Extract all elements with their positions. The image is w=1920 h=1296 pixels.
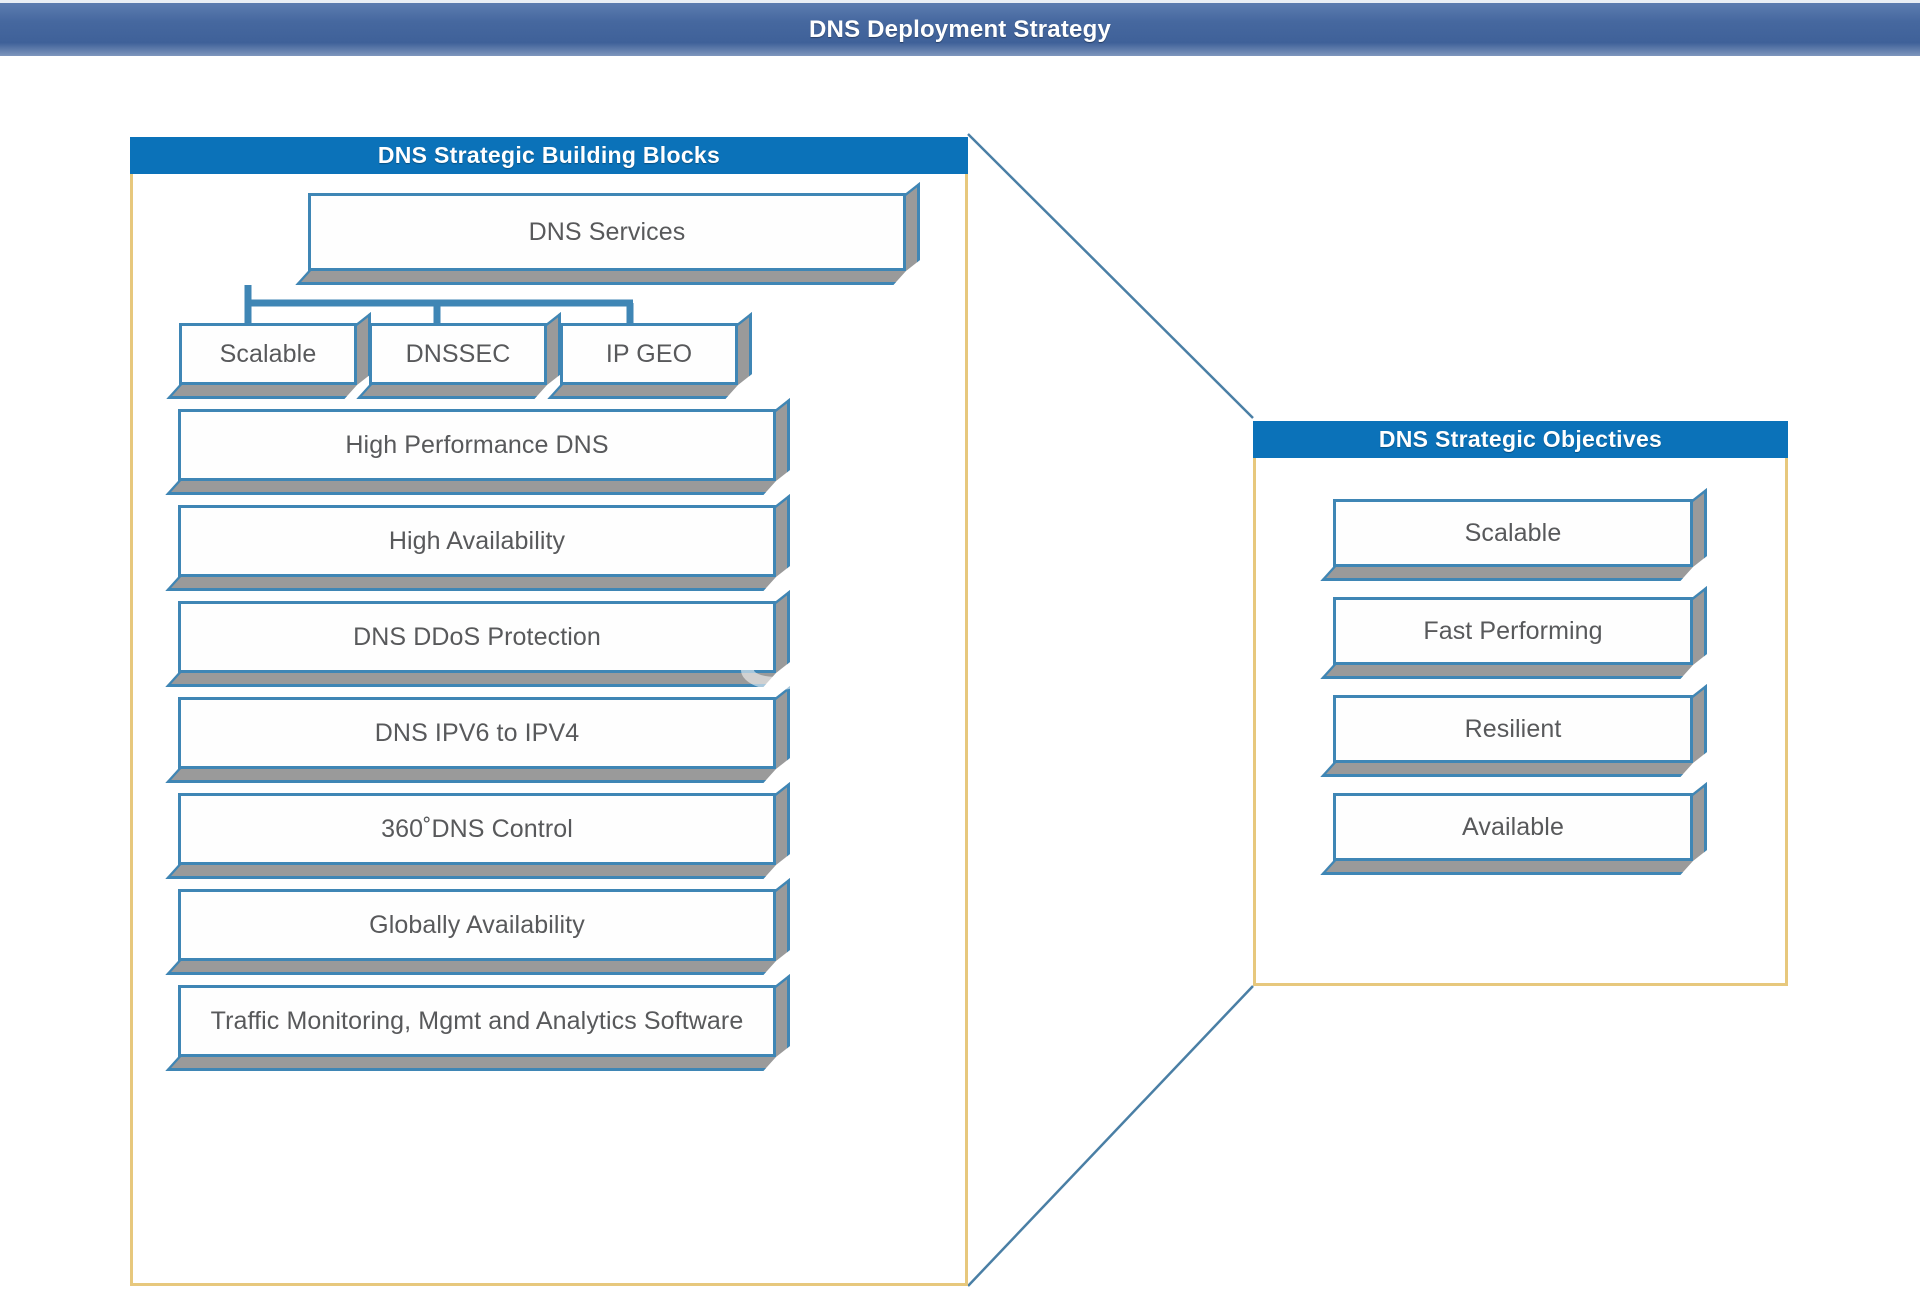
- box-face: 360˚DNS Control: [178, 793, 776, 865]
- box-dnssec[interactable]: DNSSEC: [356, 312, 561, 399]
- box-objective-resilient[interactable]: Resilient: [1320, 684, 1707, 777]
- box-side-shadow: [1693, 586, 1707, 665]
- box-face: DNS Services: [308, 193, 906, 271]
- box-label: DNSSEC: [405, 339, 511, 368]
- box-face: DNS IPV6 to IPV4: [178, 697, 776, 769]
- box-bottom-shadow: [165, 673, 776, 687]
- box-side-shadow: [906, 182, 920, 271]
- box-face: High Availability: [178, 505, 776, 577]
- box-side-shadow: [1693, 488, 1707, 567]
- box-objective-scalable[interactable]: Scalable: [1320, 488, 1707, 581]
- box-label: Globally Availability: [369, 910, 585, 939]
- callout-line-bottom: [967, 985, 1254, 1287]
- callout-line-top: [967, 133, 1254, 419]
- box-bottom-shadow: [165, 769, 776, 783]
- box-bottom-shadow: [1320, 763, 1693, 777]
- box-bottom-shadow: [1320, 861, 1693, 875]
- box-bottom-shadow: [547, 385, 738, 399]
- box-label: Available: [1462, 812, 1564, 841]
- box-face: Fast Performing: [1333, 597, 1693, 665]
- box-high-performance-dns[interactable]: High Performance DNS: [165, 398, 790, 495]
- box-360-dns-control[interactable]: 360˚DNS Control: [165, 782, 790, 879]
- box-face: DNS DDoS Protection: [178, 601, 776, 673]
- box-side-shadow: [776, 878, 790, 961]
- box-label: DNS DDoS Protection: [353, 622, 601, 651]
- box-side-shadow: [776, 494, 790, 577]
- box-label: IP GEO: [605, 339, 693, 368]
- box-face: Globally Availability: [178, 889, 776, 961]
- box-globally-availability[interactable]: Globally Availability: [165, 878, 790, 975]
- box-bottom-shadow: [165, 1057, 776, 1071]
- panel-right-header-label: DNS Strategic Objectives: [1378, 426, 1663, 452]
- box-bottom-shadow: [356, 385, 547, 399]
- box-dns-services[interactable]: DNS Services: [295, 182, 920, 285]
- box-bottom-shadow: [295, 271, 906, 285]
- box-label: DNS IPV6 to IPV4: [374, 718, 580, 747]
- box-side-shadow: [738, 312, 752, 385]
- box-face: Traffic Monitoring, Mgmt and Analytics S…: [178, 985, 776, 1057]
- panel-right-header: DNS Strategic Objectives: [1253, 421, 1788, 458]
- box-face: High Performance DNS: [178, 409, 776, 481]
- box-high-availability[interactable]: High Availability: [165, 494, 790, 591]
- box-traffic-monitoring-mgmt-analytics[interactable]: Traffic Monitoring, Mgmt and Analytics S…: [165, 974, 790, 1071]
- box-label: Resilient: [1464, 714, 1562, 743]
- box-face: DNSSEC: [369, 323, 547, 385]
- box-side-shadow: [547, 312, 561, 385]
- box-objective-available[interactable]: Available: [1320, 782, 1707, 875]
- panel-dns-strategic-objectives: DNS Strategic Objectives Scalable Fast P…: [1253, 421, 1788, 986]
- box-label: 360˚DNS Control: [381, 814, 573, 843]
- box-side-shadow: [1693, 684, 1707, 763]
- box-label: High Availability: [388, 526, 566, 555]
- box-bottom-shadow: [166, 385, 357, 399]
- box-dns-ipv6-to-ipv4[interactable]: DNS IPV6 to IPV4: [165, 686, 790, 783]
- panel-left-header: DNS Strategic Building Blocks: [130, 137, 968, 174]
- box-objective-fast-performing[interactable]: Fast Performing: [1320, 586, 1707, 679]
- box-ip-geo[interactable]: IP GEO: [547, 312, 752, 399]
- box-side-shadow: [776, 974, 790, 1057]
- box-face: Resilient: [1333, 695, 1693, 763]
- box-side-shadow: [776, 590, 790, 673]
- box-label: High Performance DNS: [345, 430, 609, 459]
- page-title-bar: DNS Deployment Strategy: [0, 0, 1920, 56]
- box-label: Scalable: [1464, 518, 1562, 547]
- box-face: Available: [1333, 793, 1693, 861]
- box-side-shadow: [776, 398, 790, 481]
- box-bottom-shadow: [1320, 567, 1693, 581]
- box-bottom-shadow: [165, 481, 776, 495]
- box-bottom-shadow: [1320, 665, 1693, 679]
- box-side-shadow: [776, 686, 790, 769]
- box-label: Scalable: [219, 339, 317, 368]
- panel-dns-strategic-building-blocks: DNS Strategic Building Blocks DNS Servic…: [130, 137, 968, 1286]
- box-label: DNS Services: [528, 217, 686, 246]
- box-face: IP GEO: [560, 323, 738, 385]
- box-label: Traffic Monitoring, Mgmt and Analytics S…: [210, 1006, 744, 1035]
- box-side-shadow: [776, 782, 790, 865]
- box-bottom-shadow: [165, 961, 776, 975]
- box-face: Scalable: [1333, 499, 1693, 567]
- box-face: Scalable: [179, 323, 357, 385]
- box-scalable[interactable]: Scalable: [166, 312, 371, 399]
- panel-left-header-label: DNS Strategic Building Blocks: [377, 142, 721, 168]
- box-side-shadow: [1693, 782, 1707, 861]
- box-bottom-shadow: [165, 577, 776, 591]
- box-bottom-shadow: [165, 865, 776, 879]
- box-dns-ddos-protection[interactable]: DNS DDoS Protection: [165, 590, 790, 687]
- box-label: Fast Performing: [1423, 616, 1603, 645]
- page-title: DNS Deployment Strategy: [809, 15, 1111, 43]
